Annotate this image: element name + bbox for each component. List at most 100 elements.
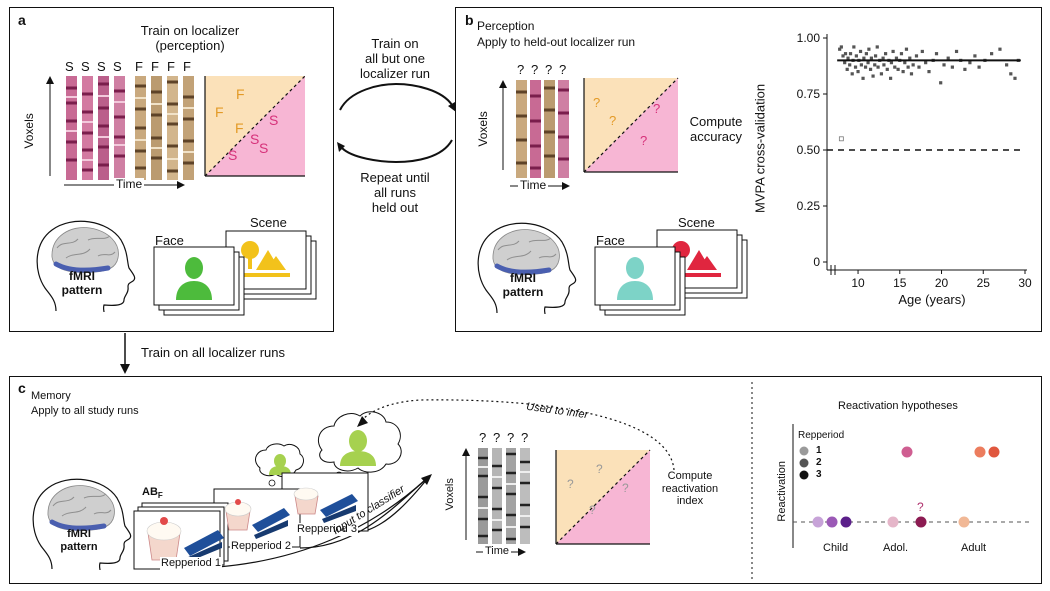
- data-point: [881, 56, 885, 60]
- data-point: [863, 65, 868, 69]
- x-tick-label: 20: [935, 276, 949, 290]
- data-point: [896, 67, 900, 71]
- data-point: [838, 47, 842, 51]
- data-point: [864, 52, 868, 56]
- study-question: ?: [493, 430, 501, 445]
- study-question: ?: [507, 430, 515, 445]
- repeat-until-text: Repeat until all runs held out: [360, 170, 430, 215]
- y-tick-label: 1.00: [797, 31, 821, 45]
- data-point: [904, 47, 909, 51]
- scene-letter: S: [113, 59, 122, 74]
- data-point: [843, 52, 848, 56]
- face-letter: F: [151, 59, 159, 74]
- y-tick-label: 0.25: [797, 199, 821, 213]
- classifier-question: ?: [609, 113, 617, 128]
- classifier-question: ?: [653, 101, 661, 116]
- data-point: [998, 47, 1002, 51]
- question-mark: ?: [531, 62, 539, 77]
- legend-dot: [799, 458, 809, 468]
- reactivation-dot: [974, 446, 986, 458]
- stapler-icon: [320, 494, 358, 523]
- question-mark: ?: [545, 62, 553, 77]
- class-mark-face: F: [236, 86, 245, 102]
- reactivation-dot: [915, 516, 927, 528]
- cupcake-icon: [224, 499, 252, 531]
- data-point: [848, 63, 852, 67]
- reactivation-dot: [840, 516, 852, 528]
- data-point: [917, 65, 921, 69]
- data-point: [942, 63, 946, 67]
- data-point: [867, 47, 871, 51]
- panel-a-title: Train on localizer (perception): [140, 23, 240, 53]
- legend-label: 3: [816, 469, 822, 480]
- data-point: [869, 56, 873, 60]
- data-point: [861, 76, 865, 80]
- legend-label: 1: [816, 445, 822, 456]
- x-tick-label: 15: [893, 276, 907, 290]
- data-point: [894, 56, 899, 60]
- data-point: [893, 65, 897, 69]
- data-point: [856, 70, 860, 74]
- face-label-b: Face: [596, 233, 625, 248]
- ab-label-sub: F: [157, 491, 163, 501]
- repperiod-1-label: Repperiod 1: [160, 557, 222, 570]
- class-mark-scene: S: [228, 147, 238, 163]
- data-point: [924, 61, 928, 65]
- face-card-stack-b: [594, 246, 686, 316]
- legend-title: Repperiod: [798, 430, 845, 441]
- data-point: [906, 65, 910, 69]
- class-mark-scene: S: [269, 112, 279, 128]
- data-point: [882, 63, 886, 67]
- data-point: [879, 72, 884, 76]
- scene-voxel-columns: [66, 76, 125, 180]
- group-label-child: Child: [823, 542, 849, 554]
- panel-b-label: b: [465, 12, 474, 28]
- data-point: [908, 56, 912, 60]
- reactivation-dot: [826, 516, 838, 528]
- data-point: [1013, 76, 1017, 80]
- data-point: [852, 45, 856, 49]
- panel-c-title-1: Memory: [31, 390, 71, 402]
- panel-c-title-2: Apply to all study runs: [31, 405, 139, 417]
- data-point: [990, 52, 994, 56]
- train-all-but-one-text: Train on all but one localizer run: [359, 36, 431, 81]
- reactivation-dot: [887, 516, 899, 528]
- data-point: [909, 72, 914, 76]
- ab-label: ABF: [142, 486, 163, 500]
- face-voxel-columns: [135, 76, 194, 180]
- scene-label-a: Scene: [250, 215, 287, 230]
- data-point: [889, 76, 893, 80]
- face-letter: F: [183, 59, 191, 74]
- classifier-question: ?: [593, 95, 601, 110]
- scene-letter: S: [81, 59, 90, 74]
- data-point: [841, 54, 845, 58]
- data-point: [873, 54, 878, 58]
- data-point: [903, 61, 907, 65]
- data-point: [843, 61, 847, 65]
- repperiod-3-label: Repperiod 3: [296, 523, 358, 536]
- x-tick-label: 25: [977, 276, 991, 290]
- cupcake-icon: [293, 487, 319, 515]
- panel-b-title-1: Perception: [477, 19, 535, 33]
- reactivation-title: Reactivation hypotheses: [838, 400, 958, 412]
- group-label-adol: Adol.: [883, 542, 909, 554]
- reactivation-dot: [958, 516, 970, 528]
- stapler-icon: [252, 508, 290, 539]
- study-question: ?: [521, 430, 529, 445]
- data-point: [859, 63, 863, 67]
- face-letter: F: [167, 59, 175, 74]
- data-point: [889, 61, 894, 65]
- legend-dot: [799, 446, 809, 456]
- reactivation-dot: [812, 516, 824, 528]
- data-point: [914, 54, 919, 58]
- group-label-adult: Adult: [961, 542, 987, 554]
- data-point: [868, 67, 873, 71]
- y-tick-label: 0.75: [797, 87, 821, 101]
